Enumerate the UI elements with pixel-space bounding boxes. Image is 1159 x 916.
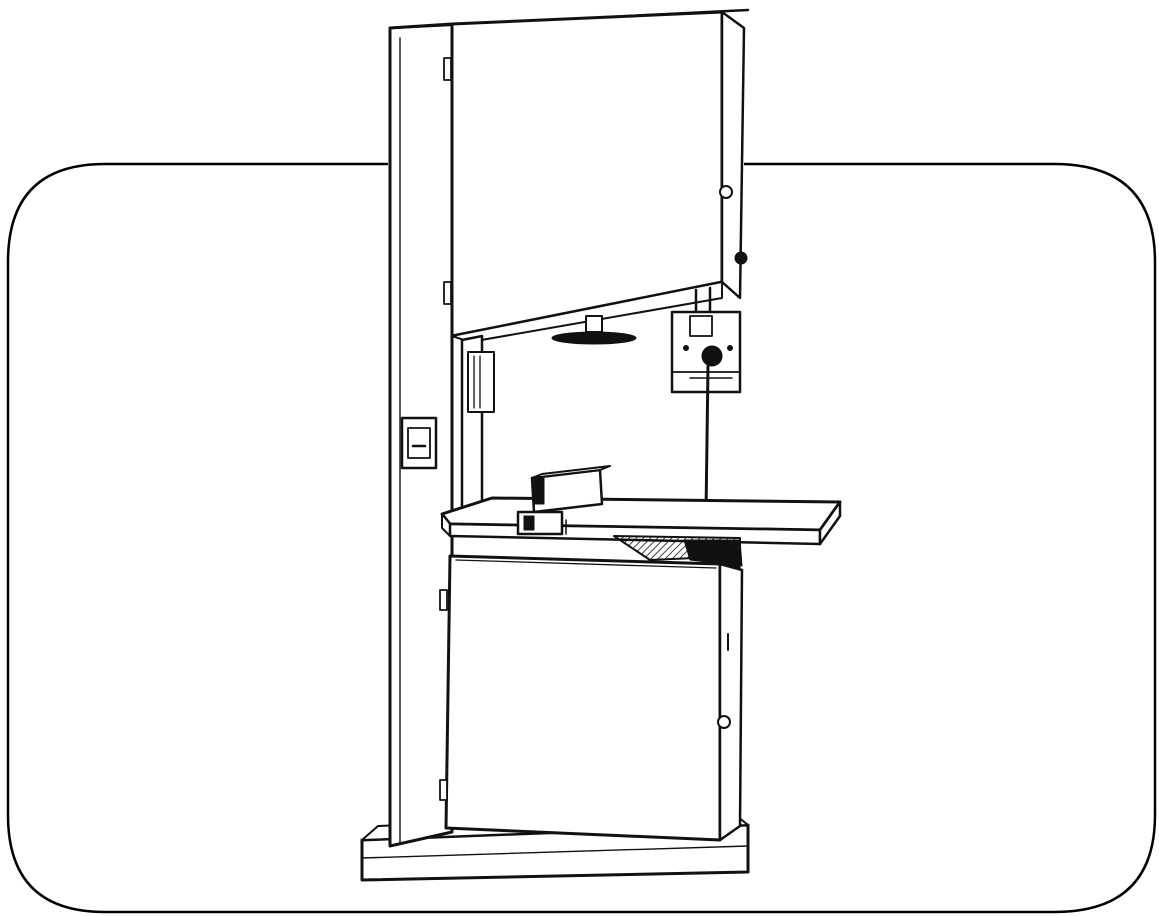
rounded-frame [6, 162, 1157, 914]
tension-knob [734, 251, 748, 265]
lower-cover-latch [717, 715, 731, 729]
switch-box [400, 416, 438, 470]
band-saw [360, 8, 842, 882]
lower-hinge-bottom [439, 779, 448, 801]
cover-latch [719, 185, 733, 199]
tracking-knob [551, 315, 637, 345]
rip-fence [516, 465, 611, 536]
cover-hinge-bottom [443, 281, 452, 305]
saw-blade [704, 364, 710, 516]
lower-wheel-cover [439, 554, 744, 842]
lower-hinge-top [439, 589, 448, 611]
cover-hinge-top [443, 57, 452, 81]
blade-guide-assembly [670, 310, 742, 394]
rear-spine [460, 334, 495, 526]
